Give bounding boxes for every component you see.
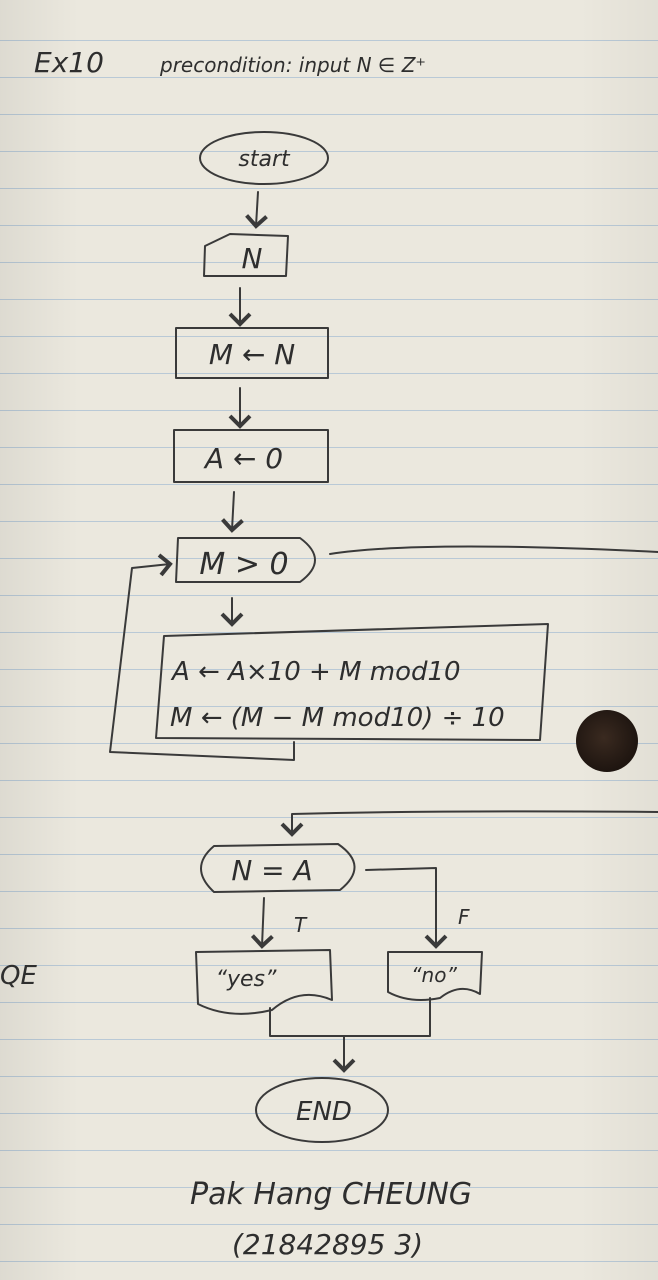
end-terminal-shape [255,1077,389,1143]
compare-shape [200,843,356,893]
binder-hole [576,710,638,772]
signature-name: Pak Hang CHEUNG [190,1177,472,1212]
output-yes-label: “yes” [216,967,277,992]
loop-condition-label: M > 0 [199,547,288,582]
loop-exit-line [329,545,658,555]
compare-label: N = A [231,854,312,887]
precondition-text: precondition: input N ∈ Z⁺ [159,53,426,77]
arrow-start-to-input [245,191,268,229]
exercise-label: Ex10 [34,46,104,79]
end-label: END [296,1097,352,1127]
loop-body-box [155,623,549,741]
arrow-true-branch [250,897,274,949]
arrow-false-branch [365,867,448,949]
loop-body-line1: A ← A×10 + M mod10 [170,657,461,687]
input-shape [203,233,289,277]
output-no-shape [387,951,483,1001]
assign-m-label: M ← N [209,338,295,371]
assign-m-box [175,327,329,379]
arrow-to-loop-condition [221,491,244,533]
loop-body-line2: M ← (M − M mod10) ÷ 10 [170,703,505,733]
output-no-label: “no” [411,963,457,987]
loop-condition-shape [175,537,316,583]
assign-a-label: A ← 0 [203,442,283,475]
loop-back-line [109,553,295,761]
signature-student-id: (21842895 3) [232,1228,423,1261]
loop-exit-return-line [280,810,658,837]
merge-line [269,997,431,1037]
start-terminal-shape [199,131,329,185]
input-label: N [242,242,263,275]
true-branch-label: T [294,913,308,937]
margin-mark: QE [0,961,37,991]
output-yes-shape [195,949,333,1015]
false-branch-label: F [458,905,470,929]
start-label: start [238,147,291,172]
assign-a-box [173,429,329,483]
